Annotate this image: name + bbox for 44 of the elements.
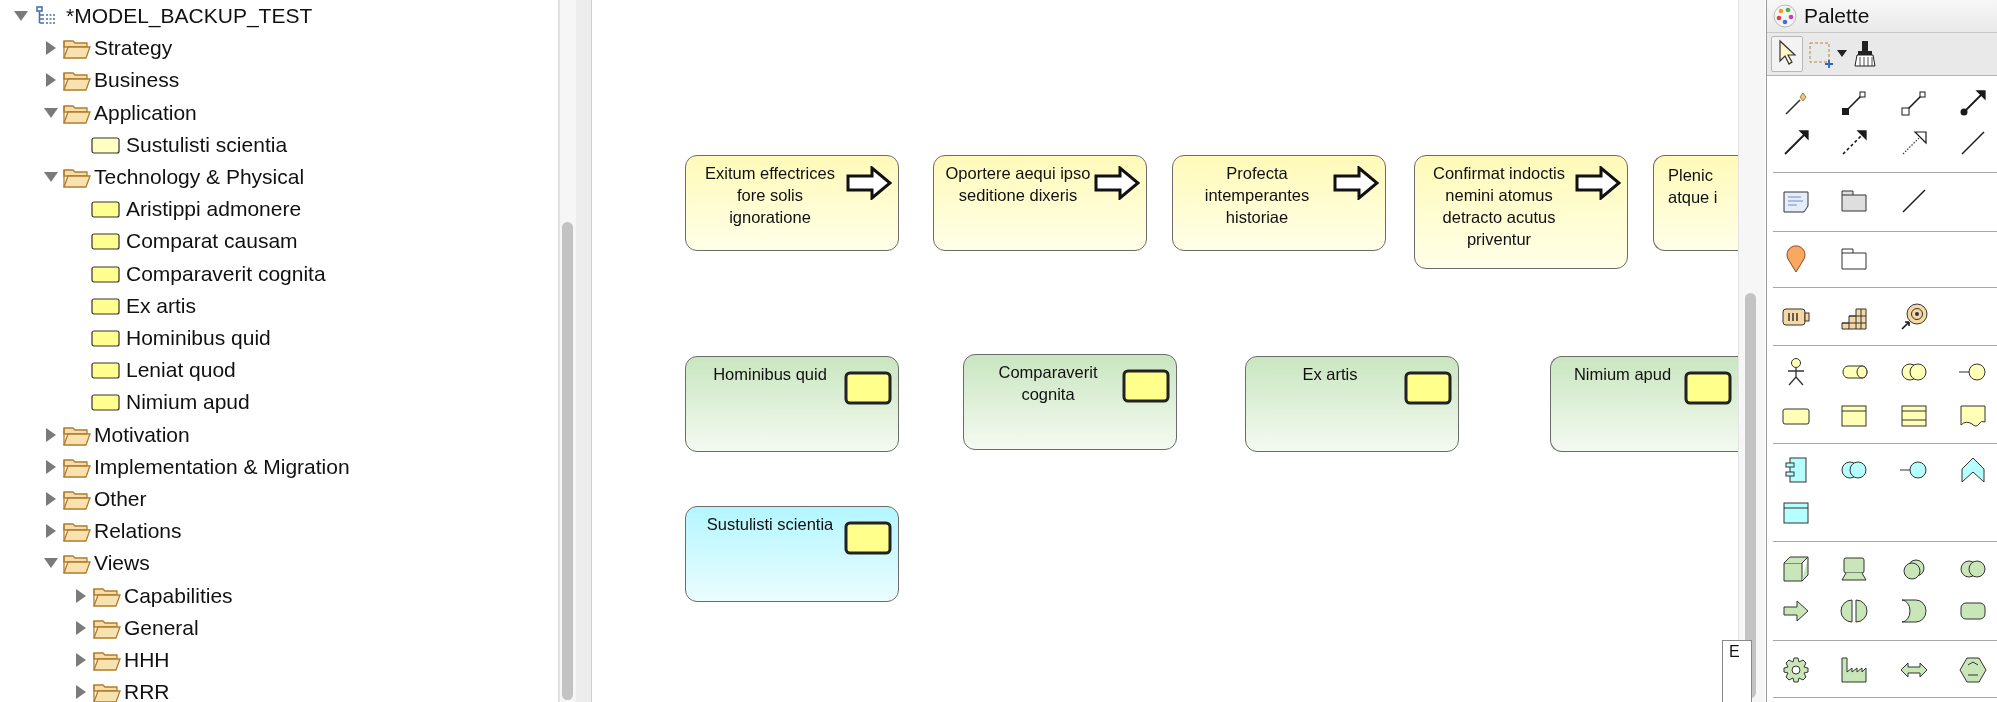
tree-item-label: Comparaverit cognita: [126, 260, 326, 287]
tree-item-label: Business: [94, 67, 180, 94]
element-box: [1245, 356, 1459, 452]
tree-item-label: Nimium apud: [126, 389, 250, 416]
tree-item-label: HHH: [124, 647, 170, 673]
tree-item-label: Implementation & Migration: [94, 453, 350, 480]
tree-item-label: Ex artis: [126, 292, 196, 319]
node-label: Comparaverit cognita: [997, 362, 1099, 405]
tree-item-label: Views: [94, 550, 150, 577]
node-label: Ex artis: [1302, 364, 1358, 385]
element-box: [685, 356, 899, 452]
element-box: [685, 155, 899, 251]
tree-item-label: Strategy: [94, 35, 173, 62]
tree-item-label: Leniat quod: [126, 357, 236, 384]
element-box: [963, 354, 1177, 450]
tree-item-label: Capabilities: [124, 582, 233, 609]
tree-item-label: Technology & Physical: [94, 164, 305, 190]
tree-item-label: General: [124, 614, 199, 641]
tree-item-label: *MODEL_BACKUP_TEST: [66, 3, 313, 29]
element-box: [1172, 155, 1386, 251]
element-box: [685, 506, 899, 602]
node-label: Nimium apud: [1573, 364, 1672, 385]
node-label: Confirmat indoctis nemini atomus detracto acutus priventur: [1431, 163, 1567, 250]
tree-item-label: Other: [94, 486, 147, 512]
tree-item-label: Hominibus quid: [126, 325, 271, 351]
node-label: Plenic atque i: [1668, 165, 1718, 208]
node-label: Oportere aequi ipso seditione dixeris: [944, 163, 1092, 206]
element-box: [1414, 155, 1628, 269]
panel-label: E: [1729, 643, 1740, 661]
tree-item-label: Sustulisti scientia: [126, 131, 288, 158]
tree-item-label: Comparat causam: [126, 228, 298, 255]
tree-item-label: Application: [94, 99, 197, 126]
tree-item-label: Relations: [94, 518, 182, 545]
panel-title: Palette: [1804, 3, 1870, 29]
element-box: [1550, 356, 1738, 452]
node-label: Profecta intemperantes historiae: [1203, 163, 1311, 228]
node-label: Sustulisti scientia: [706, 514, 834, 535]
tree-item-label: Aristippi admonere: [126, 196, 302, 223]
element-box: [933, 155, 1147, 251]
node-label: Hominibus quid: [713, 364, 827, 385]
element-box: [1653, 155, 1738, 251]
tree-item-label: Motivation: [94, 421, 190, 448]
node-label: Exitum effectrices fore solis ignoratione: [704, 163, 836, 228]
tree-item-label: RRR: [124, 679, 170, 702]
